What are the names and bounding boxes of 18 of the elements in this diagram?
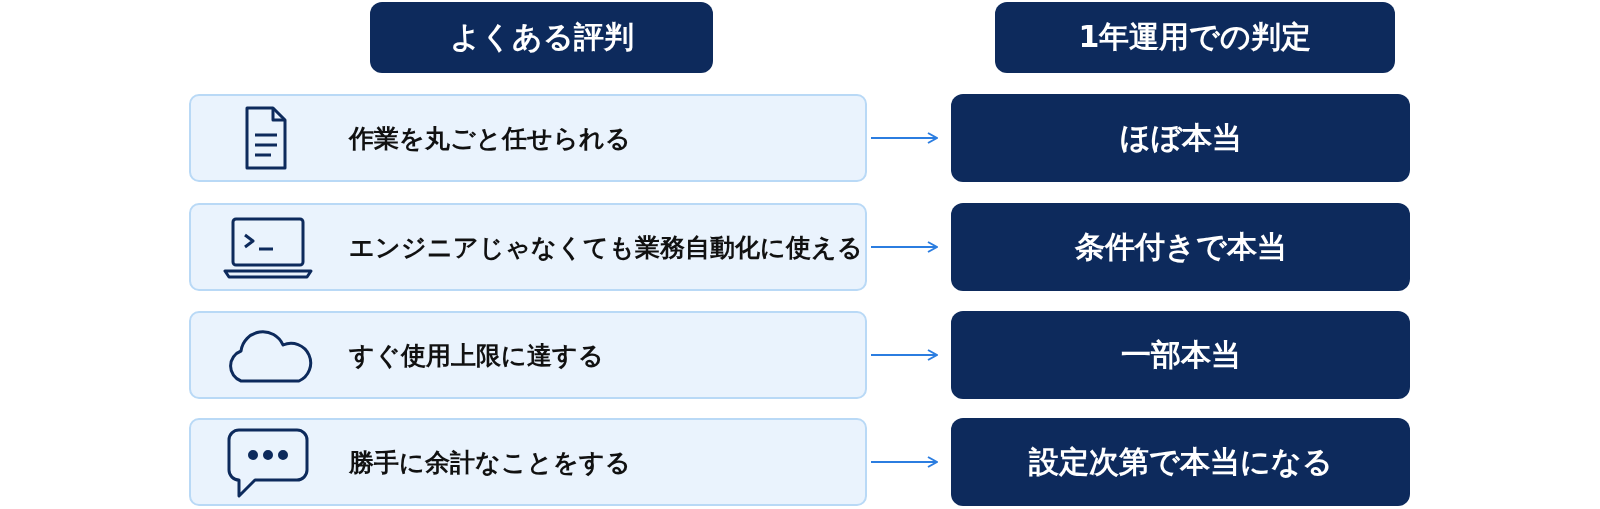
review-box bbox=[189, 203, 867, 291]
review-text: 勝手に余計なことをする bbox=[349, 446, 631, 479]
arrow bbox=[870, 349, 938, 361]
column-header: 1年運用での判定 bbox=[995, 2, 1395, 73]
arrow bbox=[870, 132, 938, 144]
verdict-box: 一部本当 bbox=[951, 311, 1410, 399]
verdict-box: 設定次第で本当になる bbox=[951, 418, 1410, 506]
arrow bbox=[870, 456, 938, 468]
review-box bbox=[189, 418, 867, 506]
verdict-box: 条件付きで本当 bbox=[951, 203, 1410, 291]
review-text: すぐ使用上限に達する bbox=[349, 339, 604, 372]
review-box bbox=[189, 94, 867, 182]
review-box bbox=[189, 311, 867, 399]
verdict-box: ほぼ本当 bbox=[951, 94, 1410, 182]
arrow bbox=[870, 241, 938, 253]
review-text: 作業を丸ごと任せられる bbox=[349, 122, 631, 155]
column-header: よくある評判 bbox=[370, 2, 713, 73]
review-text: エンジニアじゃなくても業務自動化に使える bbox=[349, 231, 863, 264]
